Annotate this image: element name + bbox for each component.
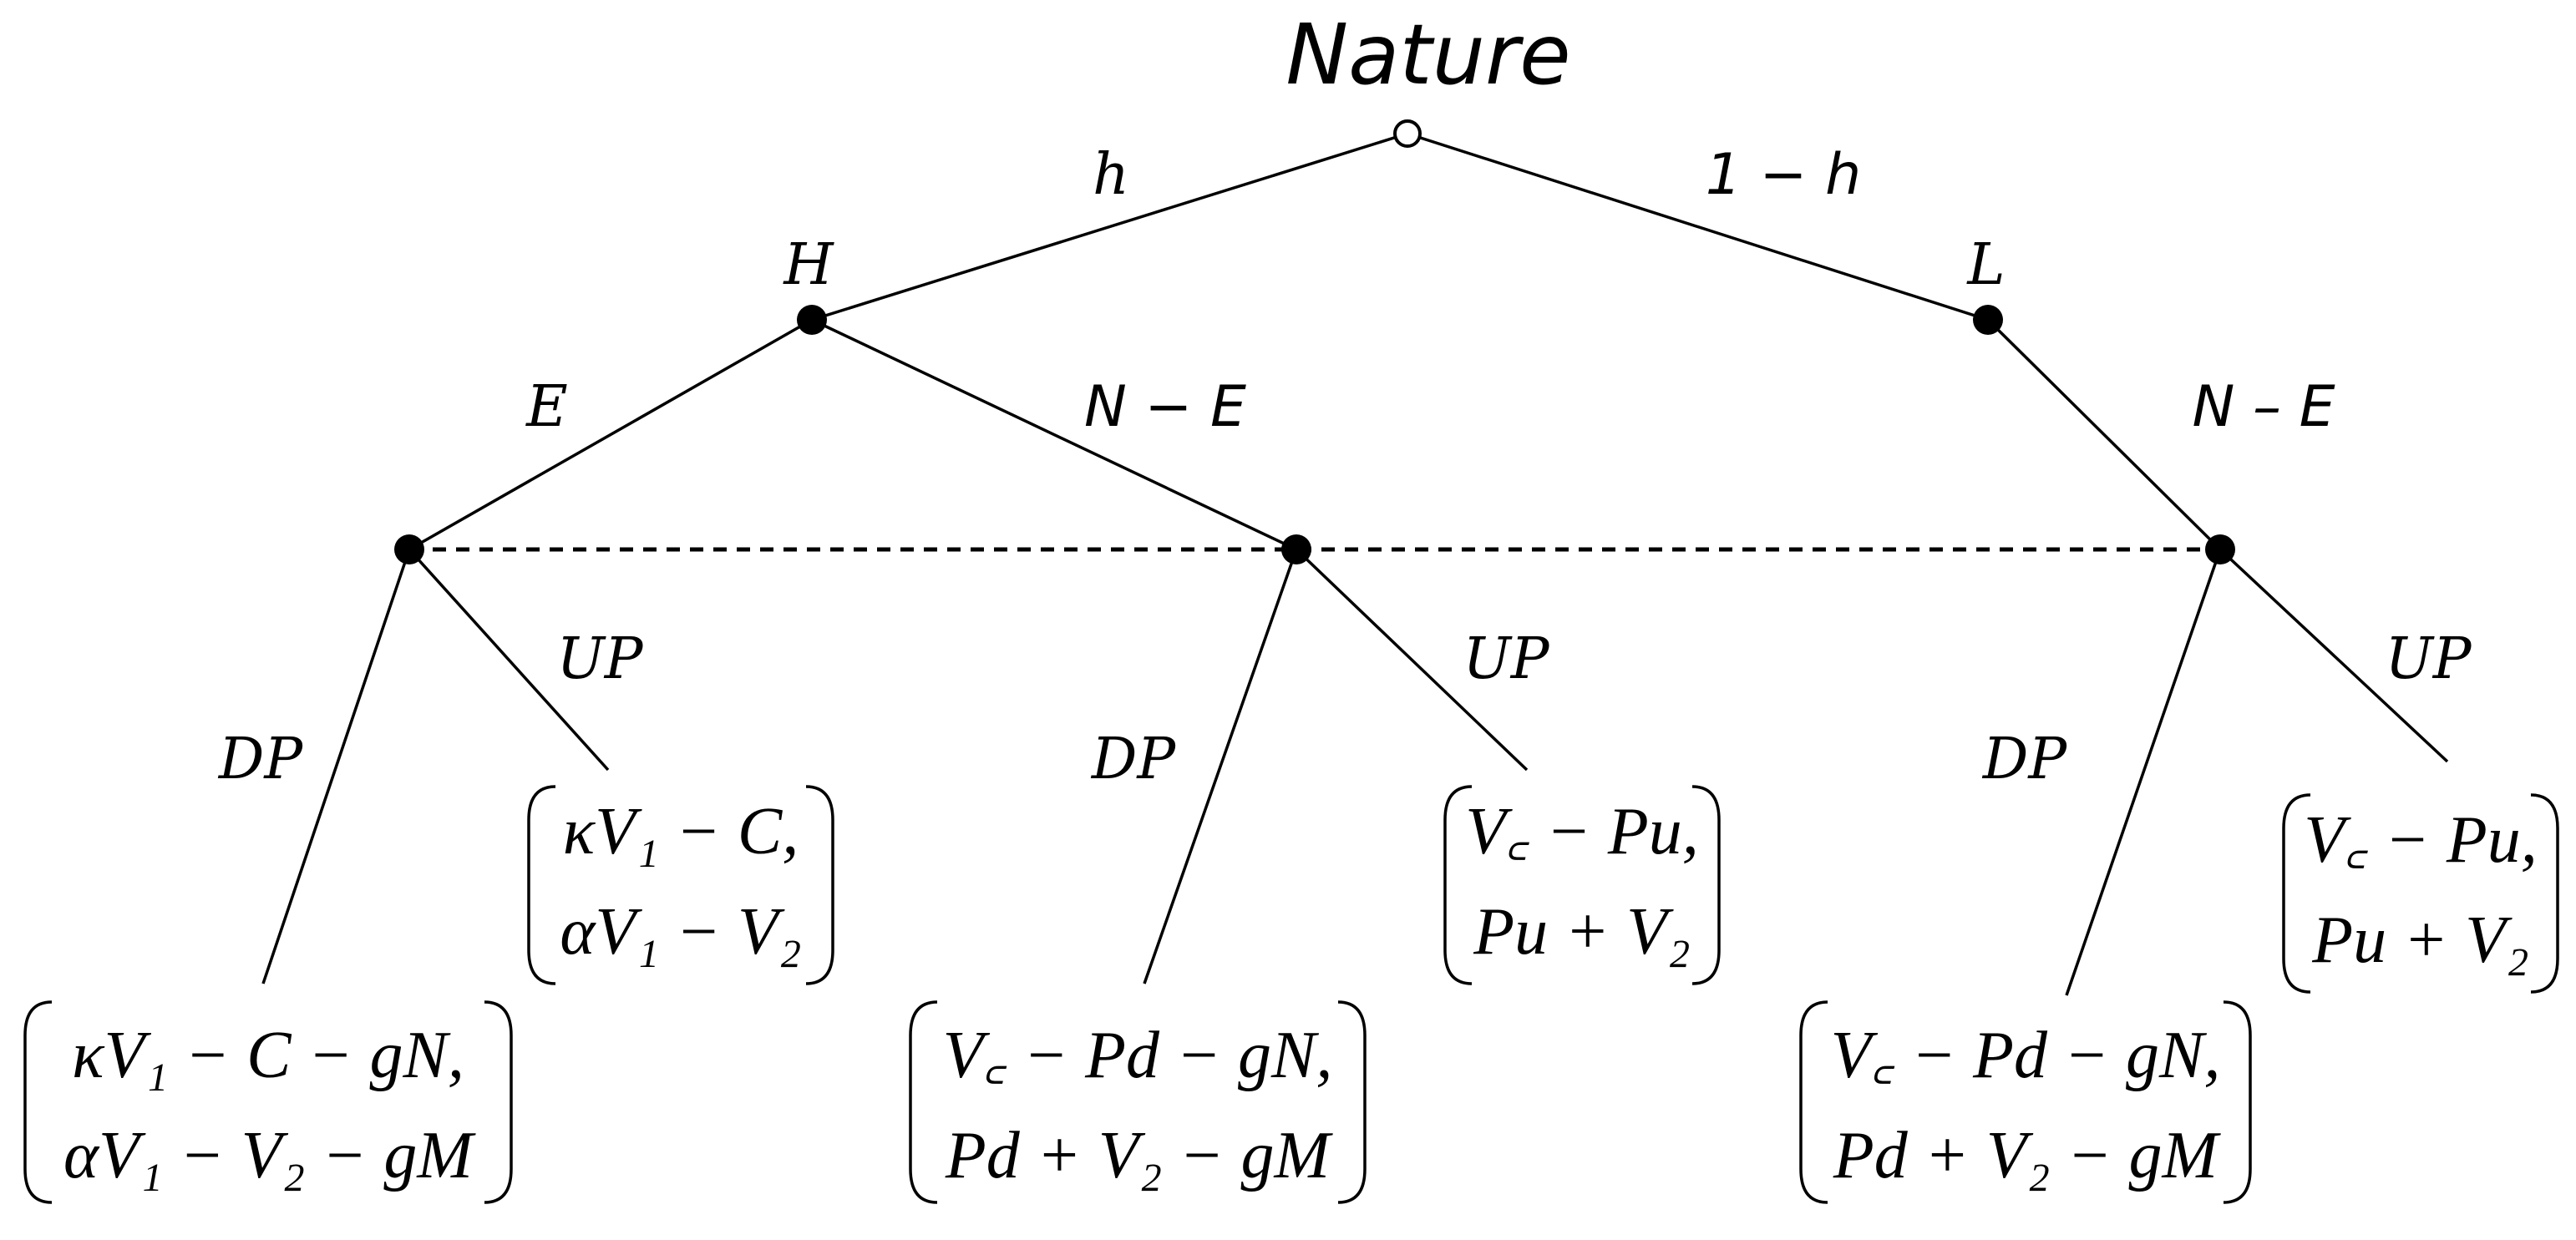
payoff-l-ne-dp: V꜀ − Pd − gN, Pd + V₂ − gM [1799, 1000, 2252, 1204]
svg-text:Pu + V₂: Pu + V₂ [2311, 903, 2529, 977]
edge-nature-to-H [811, 132, 1408, 321]
nature-title: Nature [1285, 6, 1570, 104]
edge-H-to-NE [811, 318, 1297, 551]
edge-L-to-NE [1986, 318, 2222, 551]
payoff-l-ne-up: V꜀ − Pu, Pu + V₂ [2282, 793, 2559, 994]
svg-text:V꜀ − Pd − gN,: V꜀ − Pd − gN, [943, 1019, 1333, 1092]
action-label-up-1: UP [556, 626, 643, 692]
svg-text:Pd + V₂ − gM: Pd + V₂ − gM [1833, 1119, 2222, 1192]
edge-LNE-up [2219, 548, 2449, 763]
branch-label-one-minus-h: 1 − h [1706, 142, 1862, 208]
action-label-dp-2: DP [1090, 726, 1177, 792]
node-L [1973, 305, 2003, 335]
node-H [797, 305, 827, 335]
node-label-L: L [1965, 232, 2005, 298]
svg-text:V꜀ − Pu,: V꜀ − Pu, [2304, 803, 2537, 877]
branch-label-h: h [1093, 142, 1129, 208]
svg-text:Pu + V₂: Pu + V₂ [1473, 895, 1691, 969]
svg-text:κV₁ − C − gN,: κV₁ − C − gN, [72, 1019, 464, 1092]
svg-text:κV₁ − C,: κV₁ − C, [563, 795, 799, 868]
node-label-H: H [782, 232, 834, 298]
action-label-dp-1: DP [217, 726, 304, 792]
edge-E-dp [261, 549, 411, 984]
edge-LNE-dp [2065, 549, 2222, 996]
edge-HNE-up [1295, 548, 1529, 772]
branch-label-N-minus-E-left: N − E [1084, 374, 1246, 440]
action-label-up-3: UP [2385, 626, 2472, 692]
nature-node [1393, 119, 1422, 148]
action-label-dp-3: DP [1981, 726, 2068, 792]
node-H-NE [1281, 534, 1311, 564]
payoff-e-up: κV₁ − C, αV₁ − V₂ [527, 785, 834, 985]
action-label-up-2: UP [1463, 626, 1549, 692]
edge-H-to-E [408, 318, 813, 551]
svg-text:V꜀ − Pu,: V꜀ − Pu, [1465, 795, 1698, 868]
svg-text:αV₁ − V₂ − gM: αV₁ − V₂ − gM [63, 1119, 476, 1192]
edge-E-up [408, 548, 610, 772]
edge-nature-to-L [1407, 132, 1989, 321]
branch-label-E: E [525, 374, 568, 440]
payoff-h-ne-up: V꜀ − Pu, Pu + V₂ [1443, 785, 1721, 985]
svg-text:αV₁ − V₂: αV₁ − V₂ [560, 895, 801, 969]
payoff-h-ne-dp: V꜀ − Pd − gN, Pd + V₂ − gM [909, 1000, 1367, 1204]
edge-HNE-dp [1143, 549, 1298, 984]
svg-text:Pd + V₂ − gM: Pd + V₂ − gM [945, 1119, 1334, 1192]
payoff-e-dp: κV₁ − C − gN, αV₁ − V₂ − gM [23, 1000, 513, 1204]
svg-text:V꜀ − Pd − gN,: V꜀ − Pd − gN, [1831, 1019, 2221, 1092]
node-L-NE [2205, 534, 2235, 564]
node-E [394, 534, 424, 564]
branch-label-N-minus-E-right: N – E [2192, 374, 2335, 440]
